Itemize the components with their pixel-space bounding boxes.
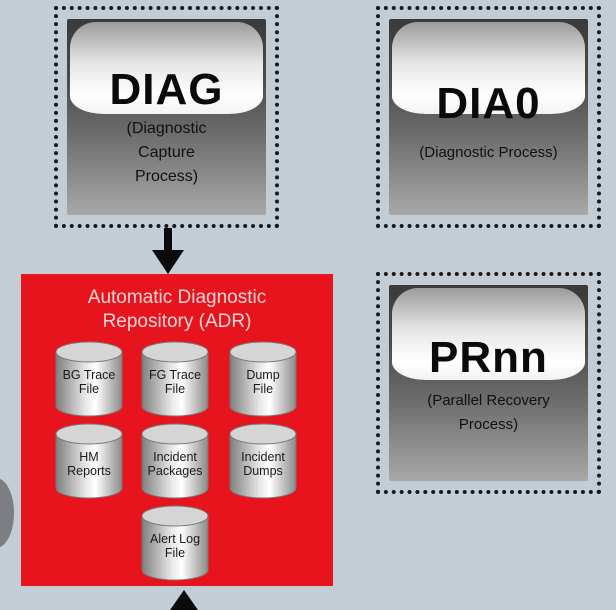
down-arrow-icon — [152, 228, 184, 274]
cylinder-label-line1: BG Trace — [62, 368, 116, 382]
prnn-process-box: PRnn (Parallel Recovery Process) — [376, 272, 601, 494]
prnn-process-desc-line1: (Parallel Recovery — [427, 392, 550, 409]
database-cylinder-icon — [55, 423, 123, 499]
cylinder-label-line1: FG Trace — [148, 368, 202, 382]
incident-packages-label: Incident Packages — [140, 450, 210, 478]
prnn-process-desc-line2: Process) — [458, 416, 519, 433]
cylinder-label-line1: Incident — [241, 450, 285, 464]
cylinder-label-line1: HM — [79, 450, 99, 464]
cylinder-label-line1: Dump — [246, 368, 280, 382]
fg-trace-file-cylinder: FG Trace File — [140, 340, 210, 418]
prnn-process-name: PRnn — [429, 333, 548, 382]
diag-process-desc-line2: Capture — [138, 144, 195, 161]
database-cylinder-icon — [141, 341, 209, 417]
bg-trace-file-label: BG Trace File — [54, 368, 124, 396]
cylinder-label-line2: Dumps — [243, 464, 283, 478]
adr-title-line2: Repository (ADR) — [102, 311, 252, 332]
dia0-process-box: DIA0 (Diagnostic Process) — [376, 6, 601, 228]
database-cylinder-icon — [229, 423, 297, 499]
gloss-highlight — [392, 288, 585, 380]
cylinder-label-line2: Reports — [67, 464, 111, 478]
cylinder-label-line2: Packages — [147, 464, 203, 478]
cylinder-label-line2: File — [78, 382, 100, 396]
fg-trace-file-label: FG Trace File — [140, 368, 210, 396]
dia0-process-name: DIA0 — [436, 79, 541, 128]
cylinder-label-line1: Alert Log — [149, 532, 201, 546]
database-cylinder-icon — [55, 341, 123, 417]
adr-title-line1: Automatic Diagnostic — [87, 287, 267, 308]
database-cylinder-icon — [141, 505, 209, 581]
prnn-process-panel: PRnn (Parallel Recovery Process) — [389, 285, 588, 481]
diag-process-panel: DIAG (Diagnostic Capture Process) — [67, 19, 266, 215]
cylinder-label-line2: File — [164, 382, 186, 396]
diag-process-desc-line1: (Diagnostic — [126, 120, 207, 137]
diag-process-name: DIAG — [109, 65, 224, 114]
gloss-highlight — [392, 22, 585, 114]
diag-process-box: DIAG (Diagnostic Capture Process) — [54, 6, 279, 228]
database-cylinder-icon — [229, 341, 297, 417]
dump-file-label: Dump File — [228, 368, 298, 396]
dia0-process-desc-line1: (Diagnostic Process) — [419, 144, 558, 161]
dia0-process-panel: DIA0 (Diagnostic Process) — [389, 19, 588, 215]
alert-log-file-cylinder: Alert Log File — [140, 504, 210, 582]
incident-dumps-cylinder: Incident Dumps — [228, 422, 298, 500]
partial-disk-shape — [0, 478, 14, 548]
diag-process-desc-line3: Process) — [134, 168, 199, 185]
cylinder-label-line1: Incident — [153, 450, 197, 464]
alert-log-file-label: Alert Log File — [140, 532, 210, 560]
hm-reports-cylinder: HM Reports — [54, 422, 124, 500]
bg-trace-file-cylinder: BG Trace File — [54, 340, 124, 418]
hm-reports-label: HM Reports — [54, 450, 124, 478]
cylinder-label-line2: File — [252, 382, 274, 396]
database-cylinder-icon — [141, 423, 209, 499]
adr-title: Automatic Diagnostic Repository (ADR) — [21, 286, 333, 334]
up-arrow-icon — [170, 590, 198, 610]
incident-packages-cylinder: Incident Packages — [140, 422, 210, 500]
cylinder-label-line2: File — [164, 546, 186, 560]
adr-repository-box: Automatic Diagnostic Repository (ADR) BG… — [21, 274, 333, 586]
gloss-highlight — [70, 22, 263, 114]
incident-dumps-label: Incident Dumps — [228, 450, 298, 478]
dump-file-cylinder: Dump File — [228, 340, 298, 418]
